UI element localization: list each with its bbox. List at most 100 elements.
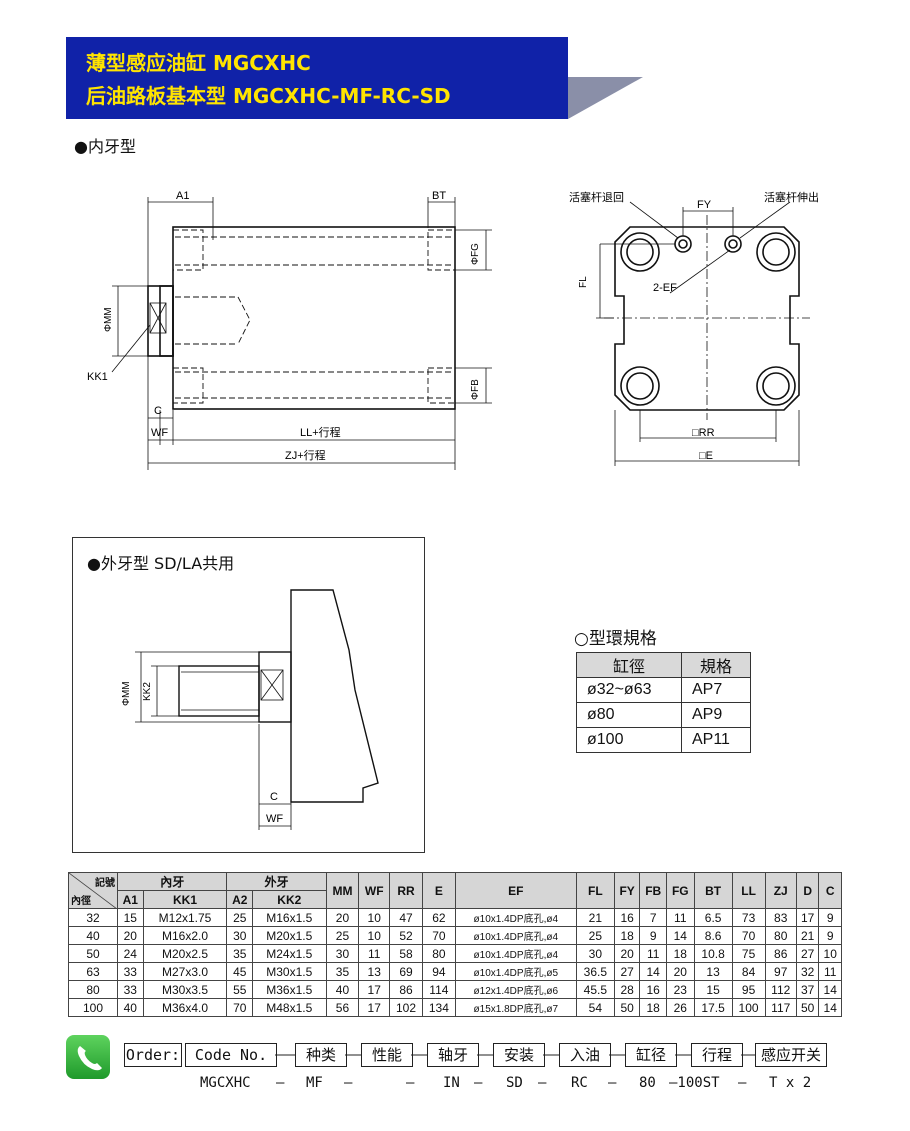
header-decoration <box>568 77 643 119</box>
table-cell: 21 <box>795 926 820 945</box>
table-cell: 97 <box>764 962 797 981</box>
table-cell: M20x2.5 <box>142 944 228 963</box>
table-cell: M20x1.5 <box>252 926 327 945</box>
table-cell: ø15x1.8DP底孔,ø7 <box>454 998 577 1017</box>
table-cell: M30x3.5 <box>142 980 228 999</box>
table-cell: 95 <box>731 980 766 999</box>
external-thread-box: ●外牙型 SD/LA共用 ΦMM KK2 C WF <box>72 537 425 853</box>
table-cell: 40 <box>68 926 118 945</box>
oring-header-spec: 規格 <box>681 652 751 678</box>
table-cell: M24x1.5 <box>252 944 327 963</box>
section-internal-thread: ●内牙型 <box>74 137 136 156</box>
table-cell: M36x1.5 <box>252 980 327 999</box>
table-cell: 11 <box>358 944 391 963</box>
table-cell: 17 <box>795 908 820 927</box>
table-cell: 100 <box>731 998 766 1017</box>
table-cell: 25 <box>226 908 254 927</box>
table-cell: 117 <box>764 998 797 1017</box>
label-c-ext: C <box>270 791 278 803</box>
header-banner: 薄型感应油缸 MGCXHC 后油路板基本型 MGCXHC-MF-RC-SD <box>66 37 568 119</box>
table-cell: 25 <box>575 926 615 945</box>
table-cell: 8.6 <box>693 926 733 945</box>
table-cell: 27 <box>613 962 641 981</box>
table-cell: 20 <box>665 962 695 981</box>
table-cell: 11 <box>639 944 667 963</box>
table-cell: 32 <box>68 908 118 927</box>
table-cell: 80 <box>421 944 456 963</box>
table-cell: ø10x1.4DP底孔,ø5 <box>454 962 577 981</box>
label-fl: FL <box>578 276 589 288</box>
table-cell: 102 <box>389 998 423 1017</box>
table-cell: 16 <box>639 980 667 999</box>
table-cell: 14 <box>665 926 695 945</box>
table-cell: 26 <box>665 998 695 1017</box>
table-cell: 50 <box>795 998 820 1017</box>
table-cell: 23 <box>665 980 695 999</box>
oring-title: ○型環規格 <box>574 629 657 649</box>
label-zj: ZJ+行程 <box>285 449 326 462</box>
table-cell: 70 <box>421 926 456 945</box>
label-extend: 活塞杆伸出 <box>764 190 819 204</box>
table-cell: 10 <box>358 908 391 927</box>
table-cell: 30 <box>575 944 615 963</box>
table-cell: 18 <box>639 998 667 1017</box>
table-cell: 20 <box>325 908 360 927</box>
table-cell: 21 <box>575 908 615 927</box>
table-cell: 80 <box>764 926 797 945</box>
phone-icon <box>66 1035 110 1079</box>
order-label: Order: <box>124 1043 182 1067</box>
table-cell: 17.5 <box>693 998 733 1017</box>
label-retract: 活塞杆退回 <box>569 190 624 204</box>
table-cell: ø12x1.4DP底孔,ø6 <box>454 980 577 999</box>
title-line-2: 后油路板基本型 MGCXHC-MF-RC-SD <box>86 84 451 108</box>
table-cell: 45 <box>226 962 254 981</box>
corner-cell: 記號 內徑 <box>68 872 118 909</box>
table-cell: 11 <box>818 962 842 981</box>
table-cell: M16x2.0 <box>142 926 228 945</box>
table-cell: 70 <box>731 926 766 945</box>
table-cell: 24 <box>117 944 144 963</box>
table-cell: 86 <box>389 980 423 999</box>
table-cell: 83 <box>764 908 797 927</box>
table-cell: M16x1.5 <box>252 908 327 927</box>
table-cell: 114 <box>421 980 456 999</box>
table-cell: 14 <box>639 962 667 981</box>
table-cell: 47 <box>389 908 423 927</box>
label-wf: WF <box>151 427 168 439</box>
table-cell: 50 <box>68 944 118 963</box>
label-e: □E <box>699 450 713 462</box>
label-a1: A1 <box>176 190 189 202</box>
table-cell: M27x3.0 <box>142 962 228 981</box>
order-connectors <box>275 1054 755 1056</box>
section-external-thread: ●外牙型 SD/LA共用 <box>87 554 235 573</box>
table-cell: 16 <box>613 908 641 927</box>
table-cell: 13 <box>358 962 391 981</box>
label-fb: ΦFB <box>470 379 481 400</box>
table-cell: 6.5 <box>693 908 733 927</box>
table-cell: 56 <box>325 998 360 1017</box>
table-cell: 15 <box>693 980 733 999</box>
table-cell: 13 <box>693 962 733 981</box>
side-view-drawing: A1 BT ΦFG ΦFB ΦMM KK1 C WF LL+行程 ZJ+行程 活… <box>87 190 819 470</box>
label-fg: ΦFG <box>470 243 481 265</box>
table-cell: 69 <box>389 962 423 981</box>
table-cell: 10 <box>818 944 842 963</box>
table-cell: 11 <box>665 908 695 927</box>
table-cell: 62 <box>421 908 456 927</box>
table-cell: 20 <box>613 944 641 963</box>
table-cell: 14 <box>818 998 842 1017</box>
table-cell: 9 <box>639 926 667 945</box>
table-cell: 75 <box>731 944 766 963</box>
table-cell: 15 <box>117 908 144 927</box>
title-line-1: 薄型感应油缸 MGCXHC <box>86 51 311 75</box>
table-cell: 9 <box>818 926 842 945</box>
table-cell: 32 <box>795 962 820 981</box>
table-cell: 63 <box>68 962 118 981</box>
table-cell: 18 <box>613 926 641 945</box>
label-2ef: 2-EF <box>653 282 677 294</box>
label-kk1: KK1 <box>87 371 108 383</box>
